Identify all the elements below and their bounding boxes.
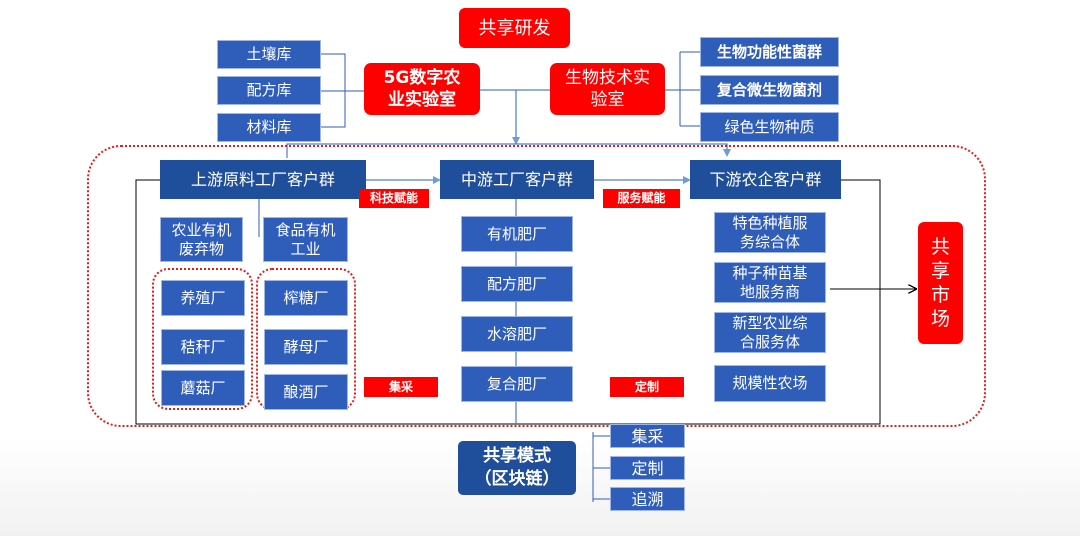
formula-fertilizer-plant: 配方肥厂 (461, 266, 573, 302)
food-organic-industry-category: 食品有机 工业 (263, 217, 348, 262)
value-chain-frame (87, 145, 986, 427)
specialty-planting-complex: 特色种植服 务综合体 (714, 212, 826, 253)
tech-empower-tag: 科技赋能 (359, 189, 429, 208)
organic-fertilizer-plant: 有机肥厂 (461, 216, 573, 252)
midstream-group-header: 中游工厂客户群 (440, 160, 594, 199)
lab-bio-box: 生物技术实 验室 (550, 63, 665, 115)
bio-functional-flora: 生物功能性菌群 (700, 37, 839, 67)
water-soluble-fertilizer-plant: 水溶肥厂 (461, 316, 573, 352)
seedling-base-provider: 种子种苗基 地服务商 (714, 262, 826, 303)
yeast-factory: 酵母厂 (264, 329, 348, 365)
sugar-factory: 榨糖厂 (264, 280, 348, 316)
large-scale-farm: 规模性农场 (714, 365, 826, 402)
shared-model-box: 共享模式 （区块链） (458, 441, 576, 495)
compound-fertilizer-plant: 复合肥厂 (461, 366, 573, 402)
model-item-trace: 追溯 (610, 487, 685, 511)
agri-waste-group-frame (152, 268, 253, 410)
upstream-group-header: 上游原料工厂客户群 (160, 160, 366, 199)
model-item-custom: 定制 (610, 456, 685, 480)
new-agri-service-complex: 新型农业综 合服务体 (714, 312, 826, 353)
material-library: 材料库 (217, 113, 321, 142)
green-bio-germplasm: 绿色生物种质 (700, 112, 839, 142)
mushroom-factory: 蘑菇厂 (161, 370, 245, 406)
lab-5g-box: 5G数字农 业实验室 (364, 63, 480, 115)
compound-microbial-agent: 复合微生物菌剂 (700, 75, 839, 105)
soil-library: 土壤库 (217, 40, 321, 69)
formula-library: 配方库 (217, 76, 321, 105)
brewery: 酿酒厂 (264, 374, 348, 410)
custom-tag: 定制 (610, 377, 684, 397)
shared-market-box: 共 享 市 场 (918, 222, 963, 344)
downstream-group-header: 下游农企客户群 (690, 160, 841, 199)
model-item-collect: 集采 (610, 424, 685, 448)
breeding-farm: 养殖厂 (161, 280, 245, 316)
service-empower-tag: 服务赋能 (603, 189, 680, 208)
straw-factory: 秸秆厂 (161, 329, 245, 365)
agri-organic-waste-category: 农业有机 废弃物 (160, 217, 243, 262)
collect-tag: 集采 (364, 377, 438, 397)
shared-research-box: 共享研发 (459, 8, 570, 48)
